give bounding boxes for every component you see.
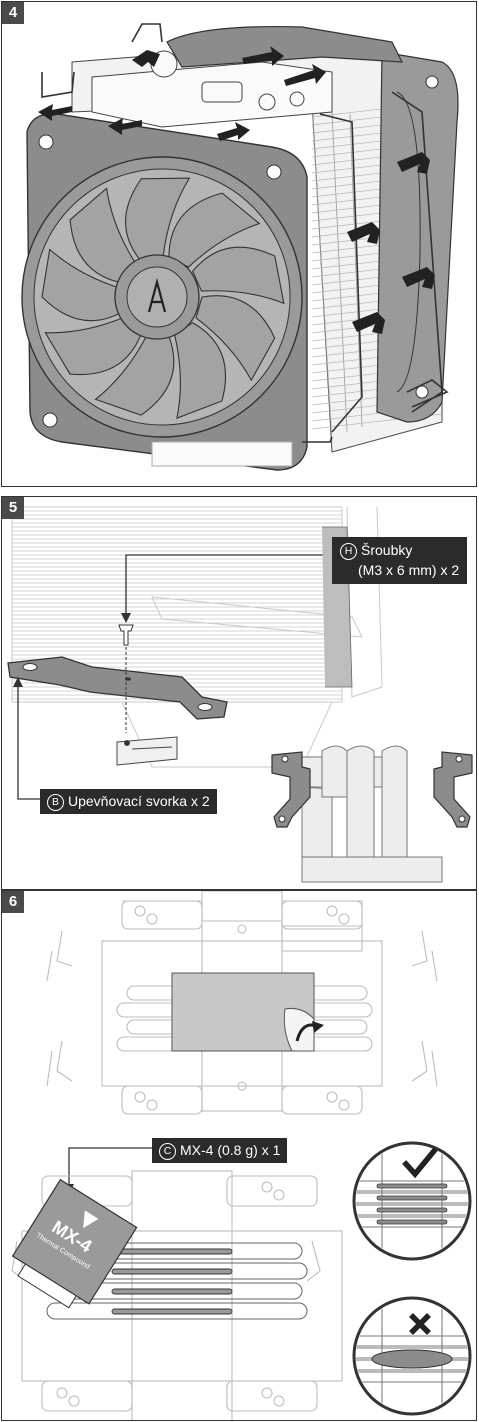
protective-film xyxy=(171,972,324,1052)
step-5-panel: 5 xyxy=(1,496,477,890)
cooler-base-with-brackets xyxy=(271,745,473,883)
thermal-paste-illustration: MX-4 Thermal Compound xyxy=(11,891,472,1420)
fan-blade xyxy=(41,248,125,322)
fan-blade xyxy=(94,333,175,416)
paste-label-text: MX-4 (0.8 g) x 1 xyxy=(180,1142,281,1158)
front-fan xyxy=(21,113,308,471)
fan-blade xyxy=(191,246,285,305)
bracket-label-text: Upevňovací svorka x 2 xyxy=(68,793,210,809)
step-6-panel: 6 xyxy=(1,890,477,1421)
checkmark-icon xyxy=(402,1147,438,1179)
top-fan xyxy=(166,25,404,68)
step-4-panel: 4 xyxy=(1,1,477,487)
paste-letter-badge: C xyxy=(159,1143,176,1160)
fan-blade xyxy=(195,295,276,382)
paste-strips xyxy=(111,1248,233,1315)
screws-label-line2: (M3 x 6 mm) x 2 xyxy=(358,562,460,578)
step-4-number: 4 xyxy=(2,2,24,24)
correct-example-circle xyxy=(352,1141,472,1261)
fan-blade xyxy=(174,322,226,419)
cooler-fan-illustration xyxy=(21,23,459,471)
rear-fan xyxy=(376,51,459,423)
wrong-example-circle xyxy=(352,1296,472,1416)
mounting-bracket xyxy=(7,656,228,720)
thermal-paste-tube xyxy=(11,1178,138,1309)
step-6-number: 6 xyxy=(2,891,24,913)
base-plate xyxy=(116,736,178,766)
screw xyxy=(118,624,134,733)
fan-blade xyxy=(168,192,261,268)
bracket-assembly-illustration xyxy=(7,506,473,883)
fan-blade xyxy=(124,177,191,263)
cross-icon xyxy=(409,1313,431,1335)
screws-label-line1: Šroubky xyxy=(361,542,413,558)
fan-blade xyxy=(69,187,138,284)
step-5-number: 5 xyxy=(2,497,24,519)
bracket-letter-badge: B xyxy=(47,794,64,811)
screws-letter-badge: H xyxy=(340,543,357,560)
cooler-base-bottom xyxy=(11,1170,343,1420)
fan-blade xyxy=(44,315,143,376)
direction-arrows xyxy=(38,46,435,334)
fan-wire-clips xyxy=(41,23,449,443)
